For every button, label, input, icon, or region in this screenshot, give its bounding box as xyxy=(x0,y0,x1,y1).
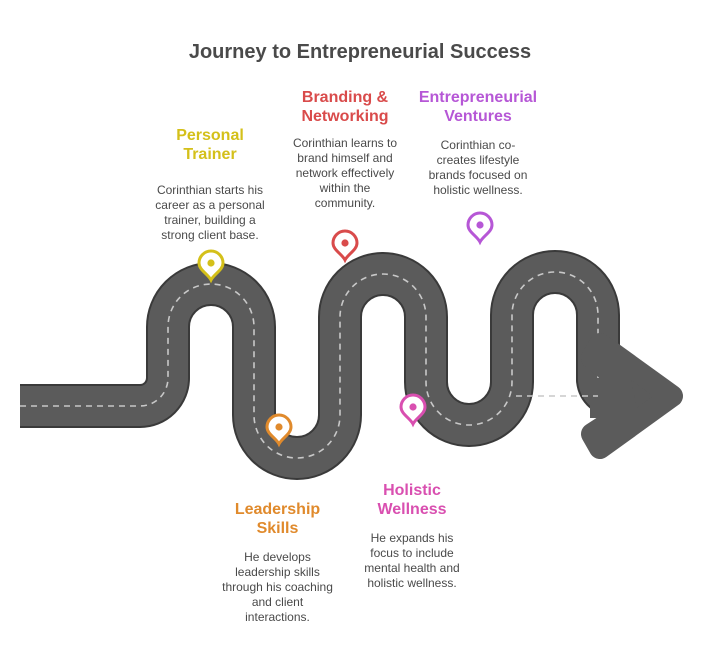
stage-heading: Entrepreneurial Ventures xyxy=(418,89,538,125)
stage-leadership-skills: Leadership Skills He develops leadership… xyxy=(205,500,350,625)
map-pin-icon-leadership-skills xyxy=(265,413,293,448)
stage-description: He expands his focus to include mental h… xyxy=(364,531,460,590)
map-pin-icon-entrepreneurial-ventures xyxy=(466,211,494,246)
stage-description: He develops leadership skills through hi… xyxy=(222,550,333,624)
stage-personal-trainer: Personal Trainer Corinthian starts his c… xyxy=(140,126,280,243)
stage-heading: Leadership Skills xyxy=(234,501,321,537)
map-pin-icon-personal-trainer xyxy=(197,249,225,284)
stage-heading: Branding & Networking xyxy=(301,89,389,125)
stage-heading: Holistic Wellness xyxy=(377,482,447,518)
stage-heading: Personal Trainer xyxy=(176,127,244,163)
stage-entrepreneurial-ventures: Entrepreneurial Ventures Corinthian co- … xyxy=(412,88,544,198)
road-end-cover xyxy=(590,378,630,418)
map-pin-icon-branding-networking xyxy=(331,229,359,264)
stage-branding-networking: Branding & Networking Corinthian learns … xyxy=(280,88,410,211)
map-pin-icon-holistic-wellness xyxy=(399,393,427,428)
stage-description: Corinthian co- creates lifestyle brands … xyxy=(428,138,528,197)
stage-description: Corinthian starts his career as a person… xyxy=(155,183,265,242)
stage-description: Corinthian learns to brand himself and n… xyxy=(292,136,398,210)
stage-holistic-wellness: Holistic Wellness He expands his focus t… xyxy=(342,481,482,591)
road-surface xyxy=(20,252,636,478)
page-title: Journey to Entrepreneurial Success xyxy=(188,41,532,63)
